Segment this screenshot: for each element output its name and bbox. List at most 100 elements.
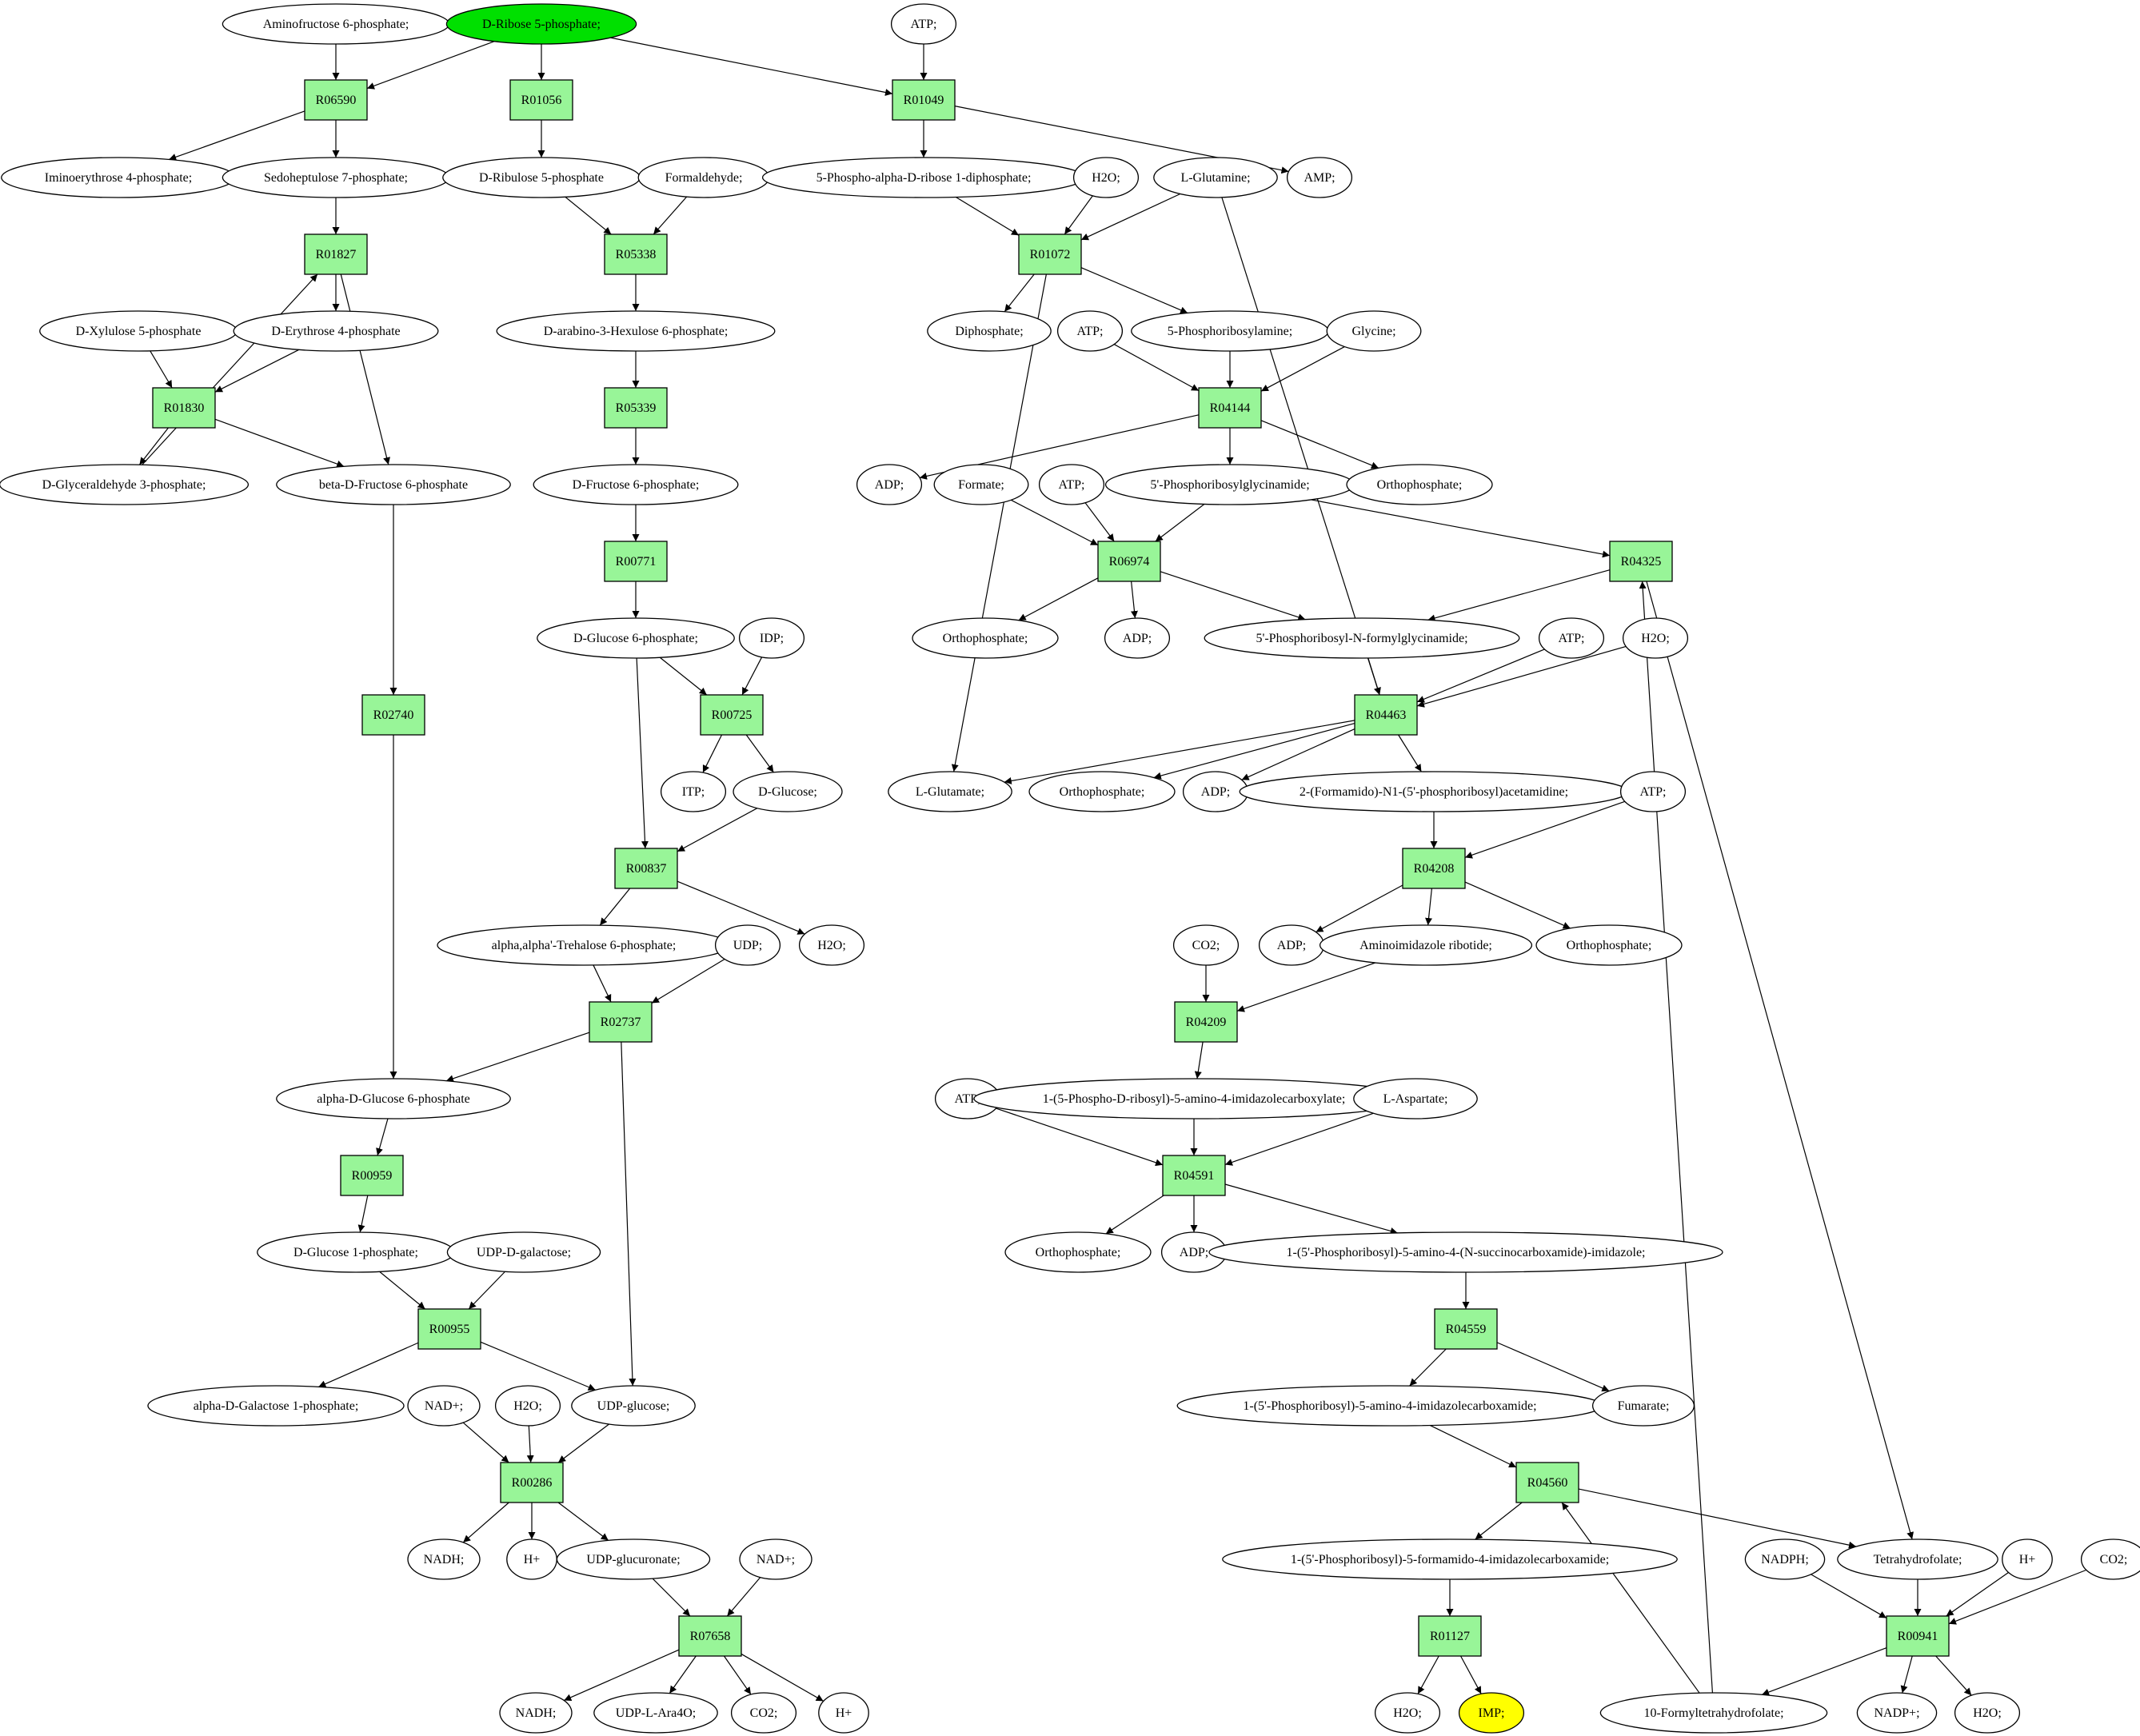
- edge-arrow: [1811, 1574, 1887, 1618]
- edge-arrow: [621, 1041, 637, 1387]
- edge-arrow: [557, 1502, 609, 1541]
- node-label: Orthophosphate;: [1060, 785, 1145, 799]
- node-label: ATP;: [955, 1092, 981, 1106]
- node-label: D-arabino-3-Hexulose 6-phosphate;: [544, 325, 729, 338]
- edge-arrow: [1425, 888, 1433, 926]
- node-label: R00959: [352, 1169, 393, 1183]
- compound-node: Formaldehyde;: [637, 157, 770, 198]
- node-label: Fumarate;: [1618, 1399, 1670, 1413]
- compound-node: D-Ribulose 5-phosphate: [442, 157, 641, 198]
- reaction-box: [604, 541, 668, 582]
- compound-ellipse: [1222, 1538, 1678, 1580]
- compound-node: Aminoimidazole ribotide;: [1319, 924, 1533, 966]
- reaction-box: [1434, 1308, 1498, 1350]
- compound-node: ADP;: [856, 464, 923, 505]
- compound-ellipse: [0, 464, 250, 505]
- compound-node: 1-(5'-Phosphoribosyl)-5-amino-4-(N-succi…: [1208, 1231, 1723, 1273]
- compound-node: 2-(Formamido)-N1-(5'-phosphoribosyl)acet…: [1239, 771, 1629, 812]
- edge-arrow: [702, 734, 723, 773]
- edge-arrow: [1194, 1041, 1204, 1080]
- node-label: alpha-D-Galactose 1-phosphate;: [194, 1399, 359, 1413]
- compound-node: Aminofructose 6-phosphate;: [222, 3, 450, 45]
- compound-node: ATP;: [1538, 617, 1605, 659]
- compound-ellipse: [1744, 1538, 1826, 1580]
- edge-arrow: [1460, 1655, 1482, 1694]
- compound-ellipse: [593, 1692, 718, 1734]
- reaction-box: [892, 79, 956, 121]
- node-label: R00771: [616, 555, 657, 569]
- node-label: R02737: [601, 1016, 641, 1029]
- node-label: NADH;: [516, 1706, 557, 1720]
- reaction-node: R04144: [1198, 387, 1262, 429]
- edge-arrow: [379, 1271, 425, 1310]
- node-label: D-Glucose;: [758, 785, 817, 799]
- edge-arrow: [1080, 193, 1181, 241]
- node-label: D-Glyceraldehyde 3-phosphate;: [42, 478, 206, 492]
- edge-arrow: [1398, 734, 1422, 772]
- compound-node: 5-Phospho-alpha-D-ribose 1-diphosphate;: [761, 157, 1086, 198]
- compound-node: Tetrahydrofolate;: [1837, 1538, 1998, 1580]
- node-label: NAD+;: [757, 1553, 795, 1566]
- node-label: R00955: [429, 1323, 470, 1336]
- compound-ellipse: [1346, 464, 1493, 505]
- node-label: H2O;: [513, 1399, 542, 1413]
- edge-arrow: [1464, 881, 1571, 929]
- edge-arrow: [677, 808, 758, 852]
- reaction-node: R01830: [152, 387, 216, 429]
- node-label: R04209: [1186, 1016, 1227, 1029]
- reaction-node: R06974: [1097, 541, 1161, 582]
- node-label: R04560: [1527, 1476, 1568, 1490]
- reaction-node: R04208: [1402, 848, 1466, 889]
- compound-node: ADP;: [1182, 771, 1249, 812]
- edge-arrow: [653, 196, 688, 235]
- node-label: D-Ribulose 5-phosphate: [479, 171, 604, 185]
- compound-node: ITP;: [660, 771, 727, 812]
- compound-node: Orthophosphate;: [1535, 924, 1683, 966]
- compound-node: 1-(5'-Phosphoribosyl)-5-amino-4-imidazol…: [1176, 1385, 1603, 1427]
- edge-arrow: [462, 1422, 509, 1463]
- compound-ellipse: [1286, 157, 1353, 198]
- compound-node: 1-(5'-Phosphoribosyl)-5-formamido-4-imid…: [1222, 1538, 1678, 1580]
- compound-ellipse: [499, 1692, 573, 1734]
- compound-ellipse: [738, 617, 805, 659]
- compound-node: beta-D-Fructose 6-phosphate: [276, 464, 511, 505]
- edge-arrow: [652, 1578, 691, 1617]
- edge-arrow: [599, 888, 631, 926]
- edge-arrow: [214, 418, 345, 468]
- compound-node: Orthophosphate;: [1028, 771, 1176, 812]
- node-label: H2O;: [1641, 632, 1670, 645]
- edge-arrow: [669, 1655, 697, 1694]
- node-label: beta-D-Fructose 6-phosphate: [319, 478, 468, 492]
- compound-node: H+: [506, 1538, 557, 1580]
- edge-arrow: [1561, 1502, 1700, 1694]
- compound-node: 1-(5-Phospho-D-ribosyl)-5-amino-4-imidaz…: [973, 1078, 1415, 1119]
- node-label: R04559: [1446, 1323, 1487, 1336]
- edge-arrow: [651, 958, 725, 1004]
- compound-ellipse: [494, 1385, 561, 1427]
- node-label: 10-Formyltetrahydrofolate;: [1643, 1706, 1783, 1720]
- compound-node: CO2;: [730, 1692, 797, 1734]
- node-label: D-Xylulose 5-phosphate: [76, 325, 202, 338]
- edge-layer: [138, 37, 2087, 1702]
- node-label: Orthophosphate;: [943, 632, 1028, 645]
- edge-arrow: [1064, 195, 1093, 235]
- edge-arrow: [376, 1118, 389, 1156]
- compound-ellipse: [1856, 1692, 1938, 1734]
- node-label: UDP-L-Ara4O;: [616, 1706, 696, 1720]
- node-label: Aminoimidazole ribotide;: [1359, 939, 1492, 952]
- node-label: UDP-D-galactose;: [477, 1246, 571, 1259]
- reaction-node: R02737: [589, 1001, 653, 1043]
- edge-arrow: [636, 657, 649, 849]
- compound-ellipse: [571, 1385, 696, 1427]
- compound-ellipse: [1056, 310, 1124, 352]
- edge-arrow: [1130, 581, 1138, 619]
- node-label: Tetrahydrofolate;: [1874, 1553, 1962, 1566]
- edge-arrow: [741, 656, 763, 696]
- reaction-node: R00771: [604, 541, 668, 582]
- compound-ellipse: [2002, 1538, 2053, 1580]
- compound-node: NADP+;: [1856, 1692, 1938, 1734]
- edge-arrow: [593, 964, 612, 1003]
- node-label: R04591: [1174, 1169, 1215, 1183]
- compound-ellipse: [798, 924, 865, 966]
